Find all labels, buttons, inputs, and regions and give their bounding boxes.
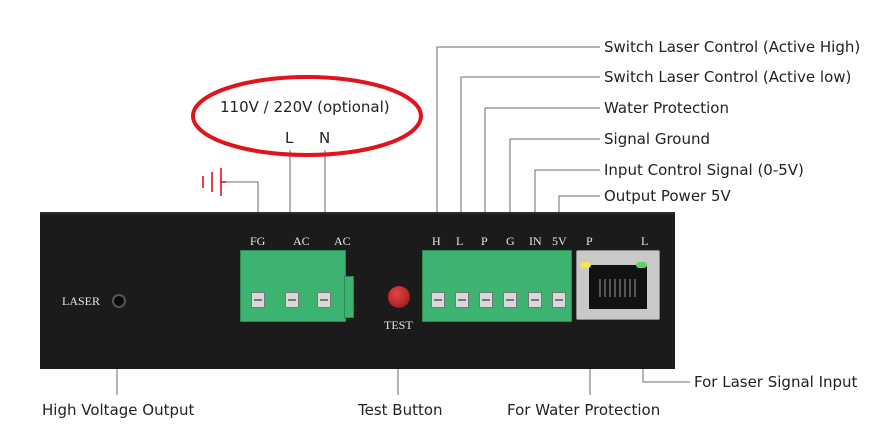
power-screw-ac1 xyxy=(285,292,299,308)
high-voltage-output-label: High Voltage Output xyxy=(42,401,195,419)
rj45-socket xyxy=(589,265,647,309)
rj45-port-icon[interactable] xyxy=(576,250,660,320)
leader-h xyxy=(436,46,600,248)
rj45-contacts xyxy=(599,279,637,297)
laser-signal-input-label: For Laser Signal Input xyxy=(694,373,858,391)
test-button-label: Test Button xyxy=(358,401,443,419)
pin-n-label: N xyxy=(319,129,331,147)
silk-in: IN xyxy=(529,234,542,248)
laser-output-port xyxy=(112,294,126,308)
signal-screw-l xyxy=(455,292,469,308)
signal-screw-g xyxy=(503,292,517,308)
silk-g: G xyxy=(506,234,515,248)
silk-ac-1: AC xyxy=(293,234,310,248)
signal-screw-in xyxy=(528,292,542,308)
pin-l-label: L xyxy=(285,129,294,147)
silk-h: H xyxy=(432,234,441,248)
voltage-label: 110V / 220V (optional) xyxy=(220,98,390,116)
silk-led-l: L xyxy=(641,234,649,248)
signal-screw-5v xyxy=(552,292,566,308)
power-screw-fg xyxy=(251,292,265,308)
silk-l: L xyxy=(456,234,464,248)
label-input-control: Input Control Signal (0-5V) xyxy=(604,161,804,179)
power-screw-ac2 xyxy=(317,292,331,308)
laser-silk-label: LASER xyxy=(62,294,101,308)
water-protection-label: For Water Protection xyxy=(507,401,661,419)
leader-l xyxy=(460,76,600,248)
signal-screw-h xyxy=(431,292,445,308)
led-l-green xyxy=(636,262,647,268)
label-output-5v: Output Power 5V xyxy=(604,187,731,205)
label-active-high: Switch Laser Control (Active High) xyxy=(604,38,861,56)
power-terminal-side xyxy=(344,276,354,318)
silk-fg: FG xyxy=(250,234,266,248)
silk-ac-2: AC xyxy=(334,234,351,248)
signal-screw-p xyxy=(479,292,493,308)
label-signal-ground: Signal Ground xyxy=(604,130,711,148)
silk-p: P xyxy=(481,234,488,248)
power-terminal-block xyxy=(240,250,346,322)
leader-p xyxy=(484,107,600,248)
label-active-low: Switch Laser Control (Active low) xyxy=(604,68,852,86)
led-p-yellow xyxy=(580,262,591,268)
signal-terminal-block xyxy=(422,250,572,322)
test-button[interactable] xyxy=(388,286,410,308)
silk-5v: 5V xyxy=(552,234,567,248)
test-silk-label: TEST xyxy=(384,318,413,332)
leader-g xyxy=(509,138,600,248)
label-water-protection: Water Protection xyxy=(604,99,729,117)
silk-led-p: P xyxy=(586,234,593,248)
